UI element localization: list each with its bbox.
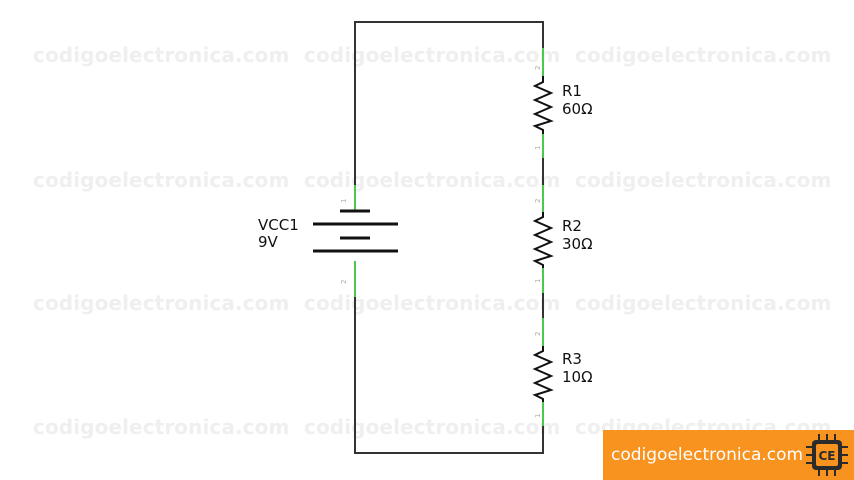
- r2-name: R2: [562, 217, 582, 235]
- r1-zigzag: [532, 76, 554, 134]
- r1-name: R1: [562, 82, 582, 100]
- battery-pin-number: 1: [340, 199, 348, 203]
- resistor-r1: 2 1 R1 60Ω: [532, 48, 593, 158]
- r2-pin-number: 2: [534, 199, 542, 203]
- r2-zigzag: [532, 212, 554, 268]
- battery-vcc1: 1 2 VCC1 9V: [258, 185, 398, 297]
- wires: [354, 21, 544, 454]
- r1-pin-number: 1: [534, 146, 542, 150]
- r1-value: 60Ω: [562, 100, 593, 118]
- r3-zigzag: [532, 346, 554, 402]
- brand-text: codigoelectronica.com: [611, 445, 804, 465]
- battery-name: VCC1: [258, 216, 299, 234]
- r2-pin-number: 1: [534, 279, 542, 283]
- r2-value: 30Ω: [562, 235, 593, 253]
- r3-value: 10Ω: [562, 368, 593, 386]
- r1-pin-number: 2: [534, 66, 542, 70]
- r3-pin-number: 1: [534, 414, 542, 418]
- brand-banner: codigoelectronica.com CE: [603, 430, 854, 480]
- resistor-r2: 2 1 R2 30Ω: [532, 185, 593, 293]
- r3-pin-number: 2: [534, 332, 542, 336]
- wire-bottom: [354, 297, 544, 454]
- logo-text: CE: [818, 449, 835, 463]
- wire-top: [354, 21, 544, 185]
- battery-value: 9V: [258, 233, 279, 251]
- resistor-r3: 2 1 R3 10Ω: [532, 318, 593, 426]
- chip-logo-icon: CE: [806, 434, 848, 476]
- r3-name: R3: [562, 350, 582, 368]
- battery-pin-number: 2: [340, 280, 348, 284]
